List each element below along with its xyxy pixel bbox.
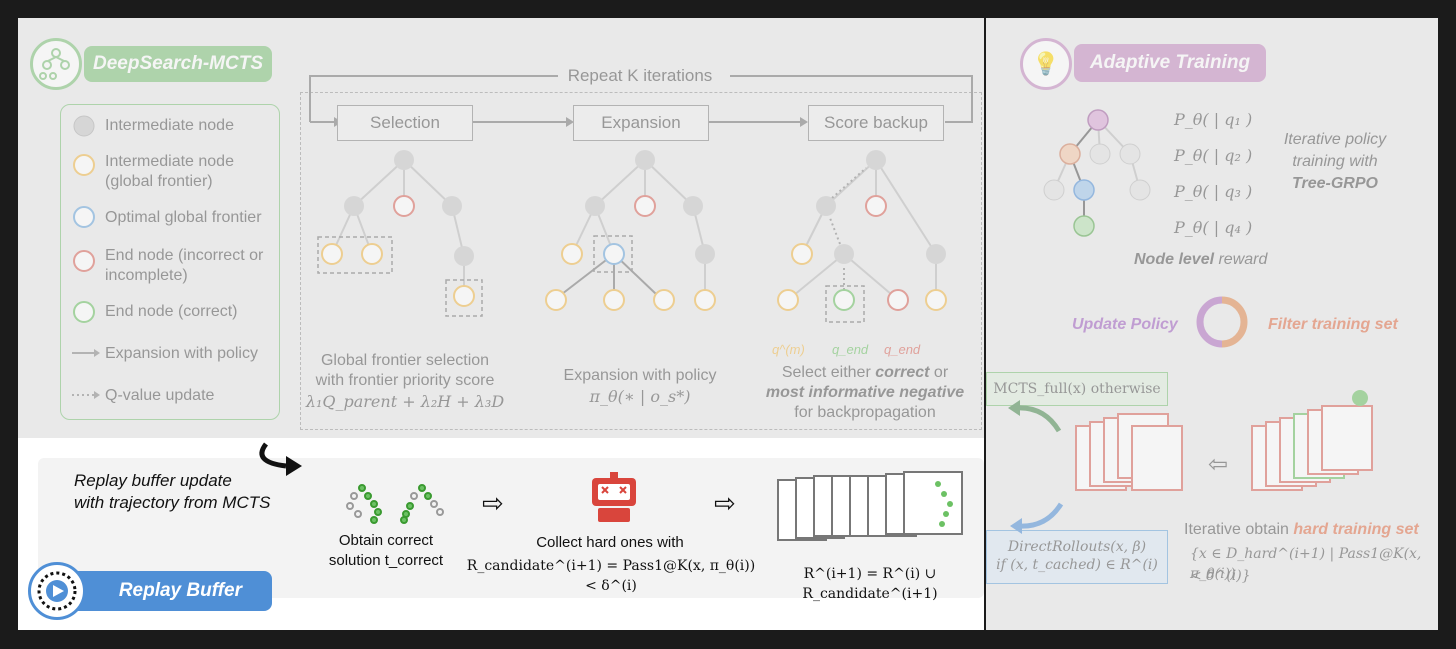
node-reward-bold: Node level xyxy=(1134,251,1215,268)
selection-caption-2: with frontier priority score xyxy=(315,372,495,389)
legend-label-2: Optimal global frontier xyxy=(105,209,262,226)
gray-node-icon xyxy=(73,115,95,137)
legend-label-4: End node (correct) xyxy=(105,303,238,320)
selection-formula: λ₁Q_parent + λ₂H + λ₃D xyxy=(305,392,505,411)
backup-caption: Select either correct or most informativ… xyxy=(760,363,970,423)
robot-icon xyxy=(592,472,636,522)
repeat-label: Repeat K iterations xyxy=(567,66,713,85)
mcts-logo-icon xyxy=(30,38,82,90)
mcts-full-box: MCTS_full(x) otherwise xyxy=(986,372,1168,406)
hard-formula-1: {x ∈ D_hard^(i+1) | Pass1@K(x, π_θ(i)) xyxy=(1190,546,1422,582)
expansion-tree xyxy=(545,150,716,311)
adaptive-title: Adaptive Training xyxy=(1074,44,1266,82)
curved-arrow-icon xyxy=(259,442,302,476)
direct-rollouts-2: if (x, t_cached) ∈ R^(i) xyxy=(996,557,1158,573)
arrow-right-icon-2: ⇨ xyxy=(714,488,736,518)
collect-label: Collect hard ones with xyxy=(536,534,684,551)
correct-trajectories-icon xyxy=(346,484,444,524)
legend-label-0: Intermediate node xyxy=(105,117,234,134)
orange-node-icon xyxy=(73,154,95,176)
prob-q3: P_θ( | q₃ ) xyxy=(1174,182,1253,201)
legend-label-1: Intermediate node (global frontier) xyxy=(105,153,234,190)
hard-set-stack-mixed xyxy=(1251,390,1373,491)
prob-q2: P_θ( | q₂ ) xyxy=(1174,146,1253,165)
blue-node-icon xyxy=(73,206,95,228)
arrow-right-icon-1: ⇨ xyxy=(482,488,504,518)
collect-formula: R_candidate^(i+1) = Pass1@K(x, π_θ(i)) <… xyxy=(466,558,756,594)
iteration-frame xyxy=(300,92,982,430)
legend-icons xyxy=(72,115,100,399)
score-backup-tree xyxy=(777,150,947,323)
node-reward: Node level reward xyxy=(1134,250,1267,270)
filter-training-label: Filter training set xyxy=(1268,316,1398,333)
update-policy-label: Update Policy xyxy=(1072,316,1178,333)
hard-set-stack-red xyxy=(1075,413,1183,491)
node-reward-rest: reward xyxy=(1214,251,1268,268)
policy-tree xyxy=(1043,109,1151,237)
iter-policy-2: training with xyxy=(1292,153,1378,170)
repeat-loop-arrows xyxy=(309,75,973,127)
selection-caption-1: Global frontier selection xyxy=(320,352,490,369)
mcts-title: DeepSearch-MCTS xyxy=(84,46,272,82)
adaptive-training-panel xyxy=(986,18,1438,630)
lightbulb-icon: 💡 xyxy=(1020,38,1072,90)
backup-caption-negative: most informative negative xyxy=(765,384,965,401)
q-label-end-2: q_end xyxy=(884,342,921,357)
replay-buffer-title: Replay Buffer xyxy=(60,571,272,611)
replay-update-title-1: Replay buffer update xyxy=(74,471,232,490)
step-score-backup: Score backup xyxy=(808,105,944,141)
selection-tree xyxy=(317,150,483,317)
direct-rollouts-1: DirectRollouts(x, β) xyxy=(1007,539,1147,555)
iter-policy-3: Tree-GRPO xyxy=(1292,175,1378,192)
green-arrow-icon xyxy=(1008,400,1062,433)
green-node-icon xyxy=(73,301,95,323)
backup-caption-1: Select either xyxy=(781,364,871,381)
prob-q1: P_θ( | q₁ ) xyxy=(1174,110,1253,129)
direct-rollouts-box: DirectRollouts(x, β) if (x, t_cached) ∈ … xyxy=(986,530,1168,584)
backup-caption-or: or xyxy=(933,364,949,381)
obtain-2: solution t_correct xyxy=(328,552,444,569)
legend-box xyxy=(60,104,280,420)
legend-label-6: Q-value update xyxy=(105,387,215,404)
mcts-trees xyxy=(317,150,947,323)
backup-caption-3: for backpropagation xyxy=(794,404,936,421)
expansion-caption: Expansion with policy xyxy=(563,367,717,384)
left-arrow-icon: ⇦ xyxy=(1208,451,1229,478)
blue-arrow-icon xyxy=(1010,502,1064,534)
step-selection: Selection xyxy=(337,105,473,141)
hard-set-caption: Iterative obtain hard training set xyxy=(1184,520,1438,540)
backup-caption-correct: correct xyxy=(875,364,930,381)
q-label-m: q^(m) xyxy=(772,342,805,357)
replay-update-title-2: with trajectory from MCTS xyxy=(74,493,271,512)
replay-buffer-stack xyxy=(777,471,963,541)
union-formula: R^(i+1) = R^(i) ∪ R_candidate^(i+1) xyxy=(802,566,938,602)
red-node-icon xyxy=(73,250,95,272)
expansion-formula: π_θ(∗ | o_s*) xyxy=(589,387,691,406)
hard-set-caption-bold: hard training set xyxy=(1293,521,1419,538)
q-label-end-1: q_end xyxy=(832,342,869,357)
hard-formula-2: < δ^(i)} xyxy=(1190,568,1251,584)
replay-buffer-logo-icon xyxy=(28,562,86,620)
obtain-1: Obtain correct xyxy=(338,532,434,549)
step-expansion: Expansion xyxy=(573,105,709,141)
legend-label-5: Expansion with policy xyxy=(105,345,258,362)
hard-set-caption-1: Iterative obtain xyxy=(1184,521,1294,538)
iter-policy-1: Iterative policy xyxy=(1283,131,1387,148)
legend-label-3: End node (incorrect or incomplete) xyxy=(105,247,264,284)
prob-q4: P_θ( | q₄ ) xyxy=(1174,218,1253,237)
cycle-icon xyxy=(1196,296,1248,348)
mcts-panel xyxy=(18,18,984,438)
